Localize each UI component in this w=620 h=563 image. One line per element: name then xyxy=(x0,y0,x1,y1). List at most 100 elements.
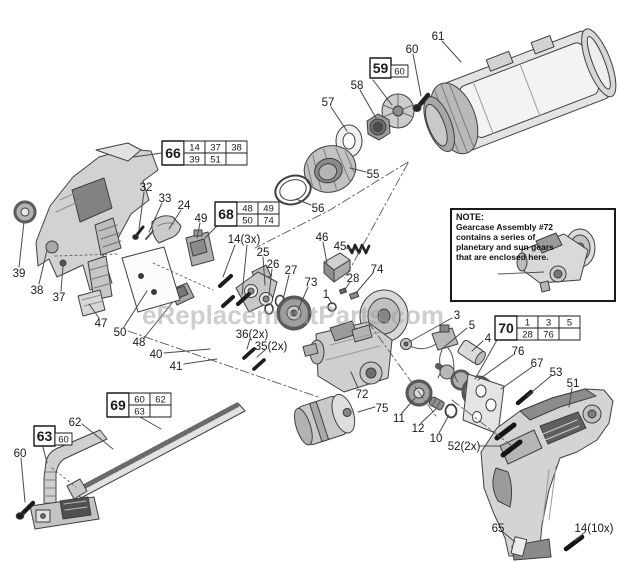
svg-text:50: 50 xyxy=(242,215,253,226)
svg-text:38: 38 xyxy=(231,142,242,153)
barrel-cradle xyxy=(423,28,617,155)
boxed-callout-70: 70 1 3 5 28 76 xyxy=(494,315,581,341)
callout-45: 45 xyxy=(334,241,347,253)
note-gearcase-illustration xyxy=(497,228,596,293)
washer-10 xyxy=(444,403,458,419)
svg-text:70: 70 xyxy=(498,320,514,336)
callout-46: 46 xyxy=(316,232,329,244)
callout-14(10x): 14(10x) xyxy=(575,523,614,535)
svg-text:39: 39 xyxy=(189,154,200,165)
callout-5: 5 xyxy=(469,320,475,332)
svg-text:62: 62 xyxy=(155,394,166,405)
callout-61: 61 xyxy=(432,31,445,43)
contact-box-47 xyxy=(77,289,106,317)
clutch-gear-73 xyxy=(276,295,312,331)
callout-4: 4 xyxy=(485,333,492,345)
callout-37: 37 xyxy=(53,292,66,304)
callout-58: 58 xyxy=(351,80,364,92)
callout-10: 10 xyxy=(430,433,443,445)
callout-14(3x): 14(3x) xyxy=(228,234,261,246)
carriage-yoke xyxy=(235,264,278,313)
screw-60-bottom xyxy=(15,500,36,520)
svg-text:28: 28 xyxy=(522,329,533,340)
bearing-3 xyxy=(400,338,412,350)
screws-14-3x xyxy=(218,274,251,308)
callout-67: 67 xyxy=(531,358,544,370)
screws-52-2x xyxy=(494,422,523,458)
pin-33 xyxy=(145,230,154,240)
callout-40: 40 xyxy=(150,349,163,361)
callout-24: 24 xyxy=(178,200,191,212)
callout-26: 26 xyxy=(267,259,280,271)
callout-62: 62 xyxy=(69,417,82,429)
push-rack-62 xyxy=(66,401,246,500)
callout-47: 47 xyxy=(95,318,108,330)
svg-text:66: 66 xyxy=(165,145,181,161)
spindle-nut xyxy=(366,113,391,141)
callout-41: 41 xyxy=(170,361,183,373)
note-text: NOTE: Gearcase Assembly #72 contains a s… xyxy=(456,212,560,262)
svg-text:68: 68 xyxy=(218,206,234,222)
svg-text:60: 60 xyxy=(394,66,405,77)
pinion-12 xyxy=(428,396,445,411)
callout-32: 32 xyxy=(140,182,153,194)
spur-gear-39 xyxy=(13,200,37,224)
callout-56: 56 xyxy=(312,203,325,215)
callout-60: 60 xyxy=(406,44,419,56)
svg-text:63: 63 xyxy=(134,406,145,417)
callout-39: 39 xyxy=(13,268,26,280)
note-box: NOTE: Gearcase Assembly #72 contains a s… xyxy=(450,208,616,302)
cylinder-4 xyxy=(457,339,486,366)
callout-48: 48 xyxy=(133,337,146,349)
callout-35(2x): 35(2x) xyxy=(255,341,288,353)
callout-33: 33 xyxy=(159,193,172,205)
knurled-nose-cap xyxy=(303,145,357,193)
mounting-plate-50 xyxy=(121,246,181,313)
svg-text:49: 49 xyxy=(263,203,274,214)
switch-49 xyxy=(185,229,215,267)
callout-28: 28 xyxy=(347,273,360,285)
callout-72: 72 xyxy=(356,389,369,401)
callout-76: 76 xyxy=(512,346,525,358)
svg-text:51: 51 xyxy=(210,154,221,165)
callout-12: 12 xyxy=(412,423,425,435)
clip-74 xyxy=(349,291,360,300)
trigger-24 xyxy=(151,215,182,244)
callout-27: 27 xyxy=(285,265,298,277)
callout-73: 73 xyxy=(305,277,318,289)
svg-text:3: 3 xyxy=(546,317,551,328)
centerlines xyxy=(127,161,513,447)
screw-60-top xyxy=(412,92,431,112)
callout-60: 60 xyxy=(14,448,27,460)
callout-11: 11 xyxy=(393,413,405,425)
svg-text:37: 37 xyxy=(210,142,221,153)
motor-housing-left xyxy=(35,142,159,301)
svg-text:74: 74 xyxy=(263,215,274,226)
callout-55: 55 xyxy=(367,169,380,181)
gearcase-assembly-72 xyxy=(302,289,409,393)
callout-1: 1 xyxy=(323,289,329,301)
svg-text:60: 60 xyxy=(134,394,145,405)
callout-53: 53 xyxy=(550,367,563,379)
boxed-callout-59: 59 60 xyxy=(369,57,409,79)
svg-text:1: 1 xyxy=(525,317,530,328)
svg-text:59: 59 xyxy=(373,60,389,76)
svg-text:69: 69 xyxy=(110,397,126,413)
boxed-callout-69: 69 60 62 63 xyxy=(106,392,172,418)
svg-text:76: 76 xyxy=(543,329,554,340)
leader-lines xyxy=(18,40,586,543)
callout-65: 65 xyxy=(492,523,505,535)
bracket-plate-67 xyxy=(462,373,505,435)
callout-38: 38 xyxy=(31,285,44,297)
screw-14-10x xyxy=(563,534,585,552)
callout-49: 49 xyxy=(195,213,208,225)
callout-25: 25 xyxy=(257,247,270,259)
callout-3: 3 xyxy=(454,310,460,322)
svg-text:5: 5 xyxy=(567,317,572,328)
svg-text:63: 63 xyxy=(37,428,53,444)
